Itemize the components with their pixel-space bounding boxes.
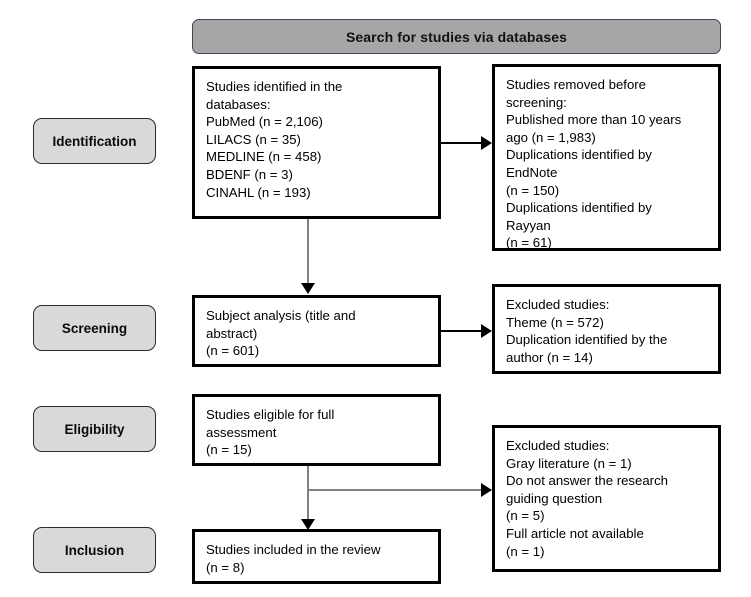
box-line: (n = 5) <box>506 508 545 524</box>
arrowhead-screening-to-excluded <box>481 324 492 338</box>
box-studies-included: Studies included in the review (n = 8) <box>192 529 441 584</box>
box-line: (n = 8) <box>206 559 245 575</box>
box-subject-analysis: Subject analysis (title and abstract) (n… <box>192 295 441 367</box>
box-line: Rayyan <box>506 217 551 233</box>
header-title: Search for studies via databases <box>345 28 568 45</box>
box-excluded-eligibility: Excluded studies: Gray literature (n = 1… <box>492 425 721 572</box>
box-line: Studies identified in the <box>206 79 343 94</box>
stage-label-inclusion-text: Inclusion <box>64 542 125 558</box>
box-line: Studies removed before <box>506 77 647 92</box>
box-excluded-screening: Excluded studies: Theme (n = 572) Duplic… <box>492 284 721 374</box>
box-line: BDENF (n = 3) <box>206 166 293 182</box>
box-line: (n = 15) <box>206 442 252 458</box>
connector-identified-to-removed <box>441 142 483 144</box>
arrowhead-identified-to-screening <box>301 283 315 294</box>
connector-screening-to-excluded <box>441 330 483 332</box>
box-line: EndNote <box>506 164 558 180</box>
stage-label-identification: Identification <box>33 118 156 164</box>
box-line: Gray literature (n = 1) <box>506 455 632 471</box>
stage-label-inclusion: Inclusion <box>33 527 156 573</box>
stage-label-eligibility-text: Eligibility <box>64 421 125 437</box>
box-studies-identified: Studies identified in the databases: Pub… <box>192 66 441 219</box>
box-line: Excluded studies: <box>506 297 610 312</box>
box-line: Published more than 10 years <box>506 112 682 128</box>
box-line: Duplications identified by <box>506 147 652 163</box>
box-line: (n = 150) <box>506 182 560 198</box>
connector-identified-to-screening <box>307 219 309 285</box>
connector-eligibility-to-inclusion <box>307 466 309 523</box>
box-line: Subject analysis (title and <box>206 308 356 323</box>
stage-label-identification-text: Identification <box>52 133 137 149</box>
box-line: Studies eligible for full <box>206 407 335 422</box>
box-line: Duplications identified by <box>506 200 652 216</box>
box-line: PubMed (n = 2,106) <box>206 114 323 130</box>
arrowhead-eligibility-to-inclusion <box>301 519 315 530</box>
box-line: Theme (n = 572) <box>506 314 604 330</box>
box-line: ago (n = 1,983) <box>506 129 596 145</box>
box-line: (n = 1) <box>506 543 545 559</box>
box-line: databases: <box>206 96 271 112</box>
box-line: (n = 61) <box>506 235 552 251</box>
header-banner: Search for studies via databases <box>192 19 721 54</box>
box-line: abstract) <box>206 325 258 341</box>
arrowhead-identified-to-removed <box>481 136 492 150</box>
box-line: (n = 601) <box>206 343 260 359</box>
box-line: screening: <box>506 94 567 110</box>
box-studies-removed-before-screening: Studies removed before screening: Publis… <box>492 64 721 251</box>
stage-label-screening-text: Screening <box>61 320 128 336</box>
box-line: assessment <box>206 424 277 440</box>
connector-eligibility-to-excluded <box>307 489 483 491</box>
stage-label-screening: Screening <box>33 305 156 351</box>
box-line: author (n = 14) <box>506 349 593 365</box>
box-line: CINAHL (n = 193) <box>206 184 311 200</box>
box-line: Excluded studies: <box>506 438 610 453</box>
box-line: Do not answer the research <box>506 473 668 489</box>
box-line: MEDLINE (n = 458) <box>206 149 322 165</box>
box-line: Full article not available <box>506 525 644 541</box>
box-line: guiding question <box>506 490 603 506</box>
arrowhead-eligibility-to-excluded <box>481 483 492 497</box>
box-line: LILACS (n = 35) <box>206 131 301 147</box>
stage-label-eligibility: Eligibility <box>33 406 156 452</box>
box-studies-eligible: Studies eligible for full assessment (n … <box>192 394 441 466</box>
box-line: Studies included in the review <box>206 542 381 557</box>
box-line: Duplication identified by the <box>506 332 668 348</box>
